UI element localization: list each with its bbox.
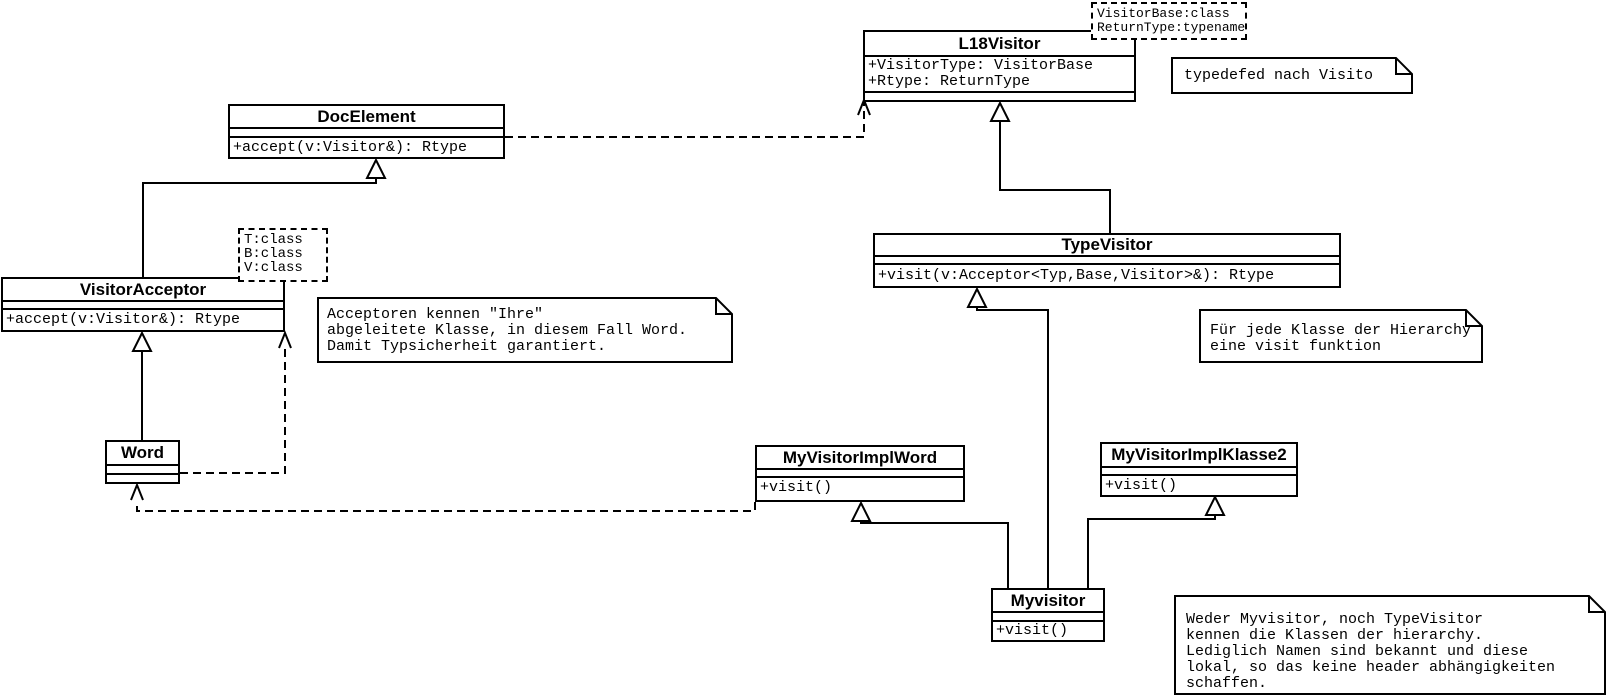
class-title: Word [107, 442, 178, 466]
class-operations [865, 93, 1134, 100]
operation-line: +visit() [1105, 477, 1178, 494]
class-word[interactable]: Word [105, 440, 180, 484]
dependency-myvisitorimplword-word[interactable] [130, 482, 756, 512]
class-docelement[interactable]: DocElement +accept(v:Visitor&): Rtype [228, 104, 505, 159]
class-typevisitor[interactable]: TypeVisitor +visit(v:Acceptor<Typ,Base,V… [873, 233, 1341, 288]
generalization-visitoracceptor-docelement[interactable] [142, 157, 387, 277]
class-operations: +visit() [993, 622, 1103, 640]
class-attributes [757, 470, 963, 478]
class-attributes [993, 613, 1103, 622]
class-attributes [107, 466, 178, 475]
class-title: VisitorAcceptor [3, 279, 283, 302]
generalization-myvisitor-myvisitorimplklasse2[interactable] [1087, 494, 1226, 588]
class-operations: +visit(v:Acceptor<Typ,Base,Visitor>&): R… [875, 265, 1339, 286]
class-title: TypeVisitor [875, 235, 1339, 257]
class-operations: +accept(v:Visitor&): Rtype [230, 138, 503, 157]
class-attributes [3, 302, 283, 310]
template-params-l18visitor[interactable]: VisitorBase:class ReturnType:typename [1091, 2, 1247, 40]
class-myvisitorimplklasse2[interactable]: MyVisitorImplKlasse2 +visit() [1100, 442, 1298, 497]
note-shape-acceptor[interactable] [317, 297, 733, 363]
note-decoupling[interactable]: Weder Myvisitor, noch TypeVisitor kennen… [1186, 611, 1556, 692]
class-title: Myvisitor [993, 590, 1103, 613]
class-attributes: +VisitorType: VisitorBase +Rtype: Return… [865, 57, 1134, 93]
note-shape-visit[interactable] [1199, 309, 1483, 363]
operation-line: +visit() [996, 622, 1069, 639]
class-myvisitorimplword[interactable]: MyVisitorImplWord +visit() [755, 445, 965, 502]
class-operations: +visit() [757, 478, 963, 500]
operation-line: +visit() [760, 479, 833, 496]
note-visit[interactable]: Für jede Klasse der Hierarchy eine visit… [1210, 322, 1472, 355]
operation-line: +accept(v:Visitor&): Rtype [233, 139, 468, 156]
class-title: MyVisitorImplKlasse2 [1102, 444, 1296, 468]
dependency-word-visitoracceptor[interactable] [180, 330, 292, 474]
generalization-myvisitor-myvisitorimplword[interactable] [850, 500, 1009, 588]
class-l18visitor[interactable]: L18Visitor +VisitorType: VisitorBase +Rt… [863, 30, 1136, 102]
class-operations: +accept(v:Visitor&): Rtype [3, 310, 283, 330]
generalization-word-visitoracceptor[interactable] [131, 330, 153, 440]
generalization-typevisitor-l18visitor[interactable] [989, 100, 1111, 233]
attribute-line: +Rtype: ReturnType [868, 73, 1031, 90]
class-title: MyVisitorImplWord [757, 447, 963, 470]
class-attributes [1102, 468, 1296, 476]
class-operations [107, 475, 178, 482]
note-shape-decoupling[interactable] [1174, 595, 1606, 695]
note-acceptor[interactable]: Acceptoren kennen "Ihre" abgeleitete Kla… [327, 306, 688, 355]
template-params-visitoracceptor[interactable]: T:class B:class V:class [238, 228, 328, 282]
attribute-line: +VisitorType: VisitorBase [868, 57, 1094, 74]
note-shape-typedef[interactable] [1171, 57, 1413, 94]
operation-line: +visit(v:Acceptor<Typ,Base,Visitor>&): R… [878, 267, 1275, 284]
class-myvisitor[interactable]: Myvisitor +visit() [991, 588, 1105, 642]
operation-line: +accept(v:Visitor&): Rtype [6, 311, 241, 328]
dependency-docelement-l18visitor[interactable] [505, 97, 871, 138]
class-title: DocElement [230, 106, 503, 129]
class-visitoracceptor[interactable]: VisitorAcceptor +accept(v:Visitor&): Rty… [1, 277, 285, 332]
class-attributes [875, 257, 1339, 265]
note-typedef[interactable]: typedefed nach Visito [1184, 67, 1374, 84]
class-title: L18Visitor [865, 32, 1134, 57]
generalization-myvisitor-typevisitor[interactable] [966, 286, 1049, 588]
class-attributes [230, 129, 503, 138]
class-operations: +visit() [1102, 476, 1296, 495]
